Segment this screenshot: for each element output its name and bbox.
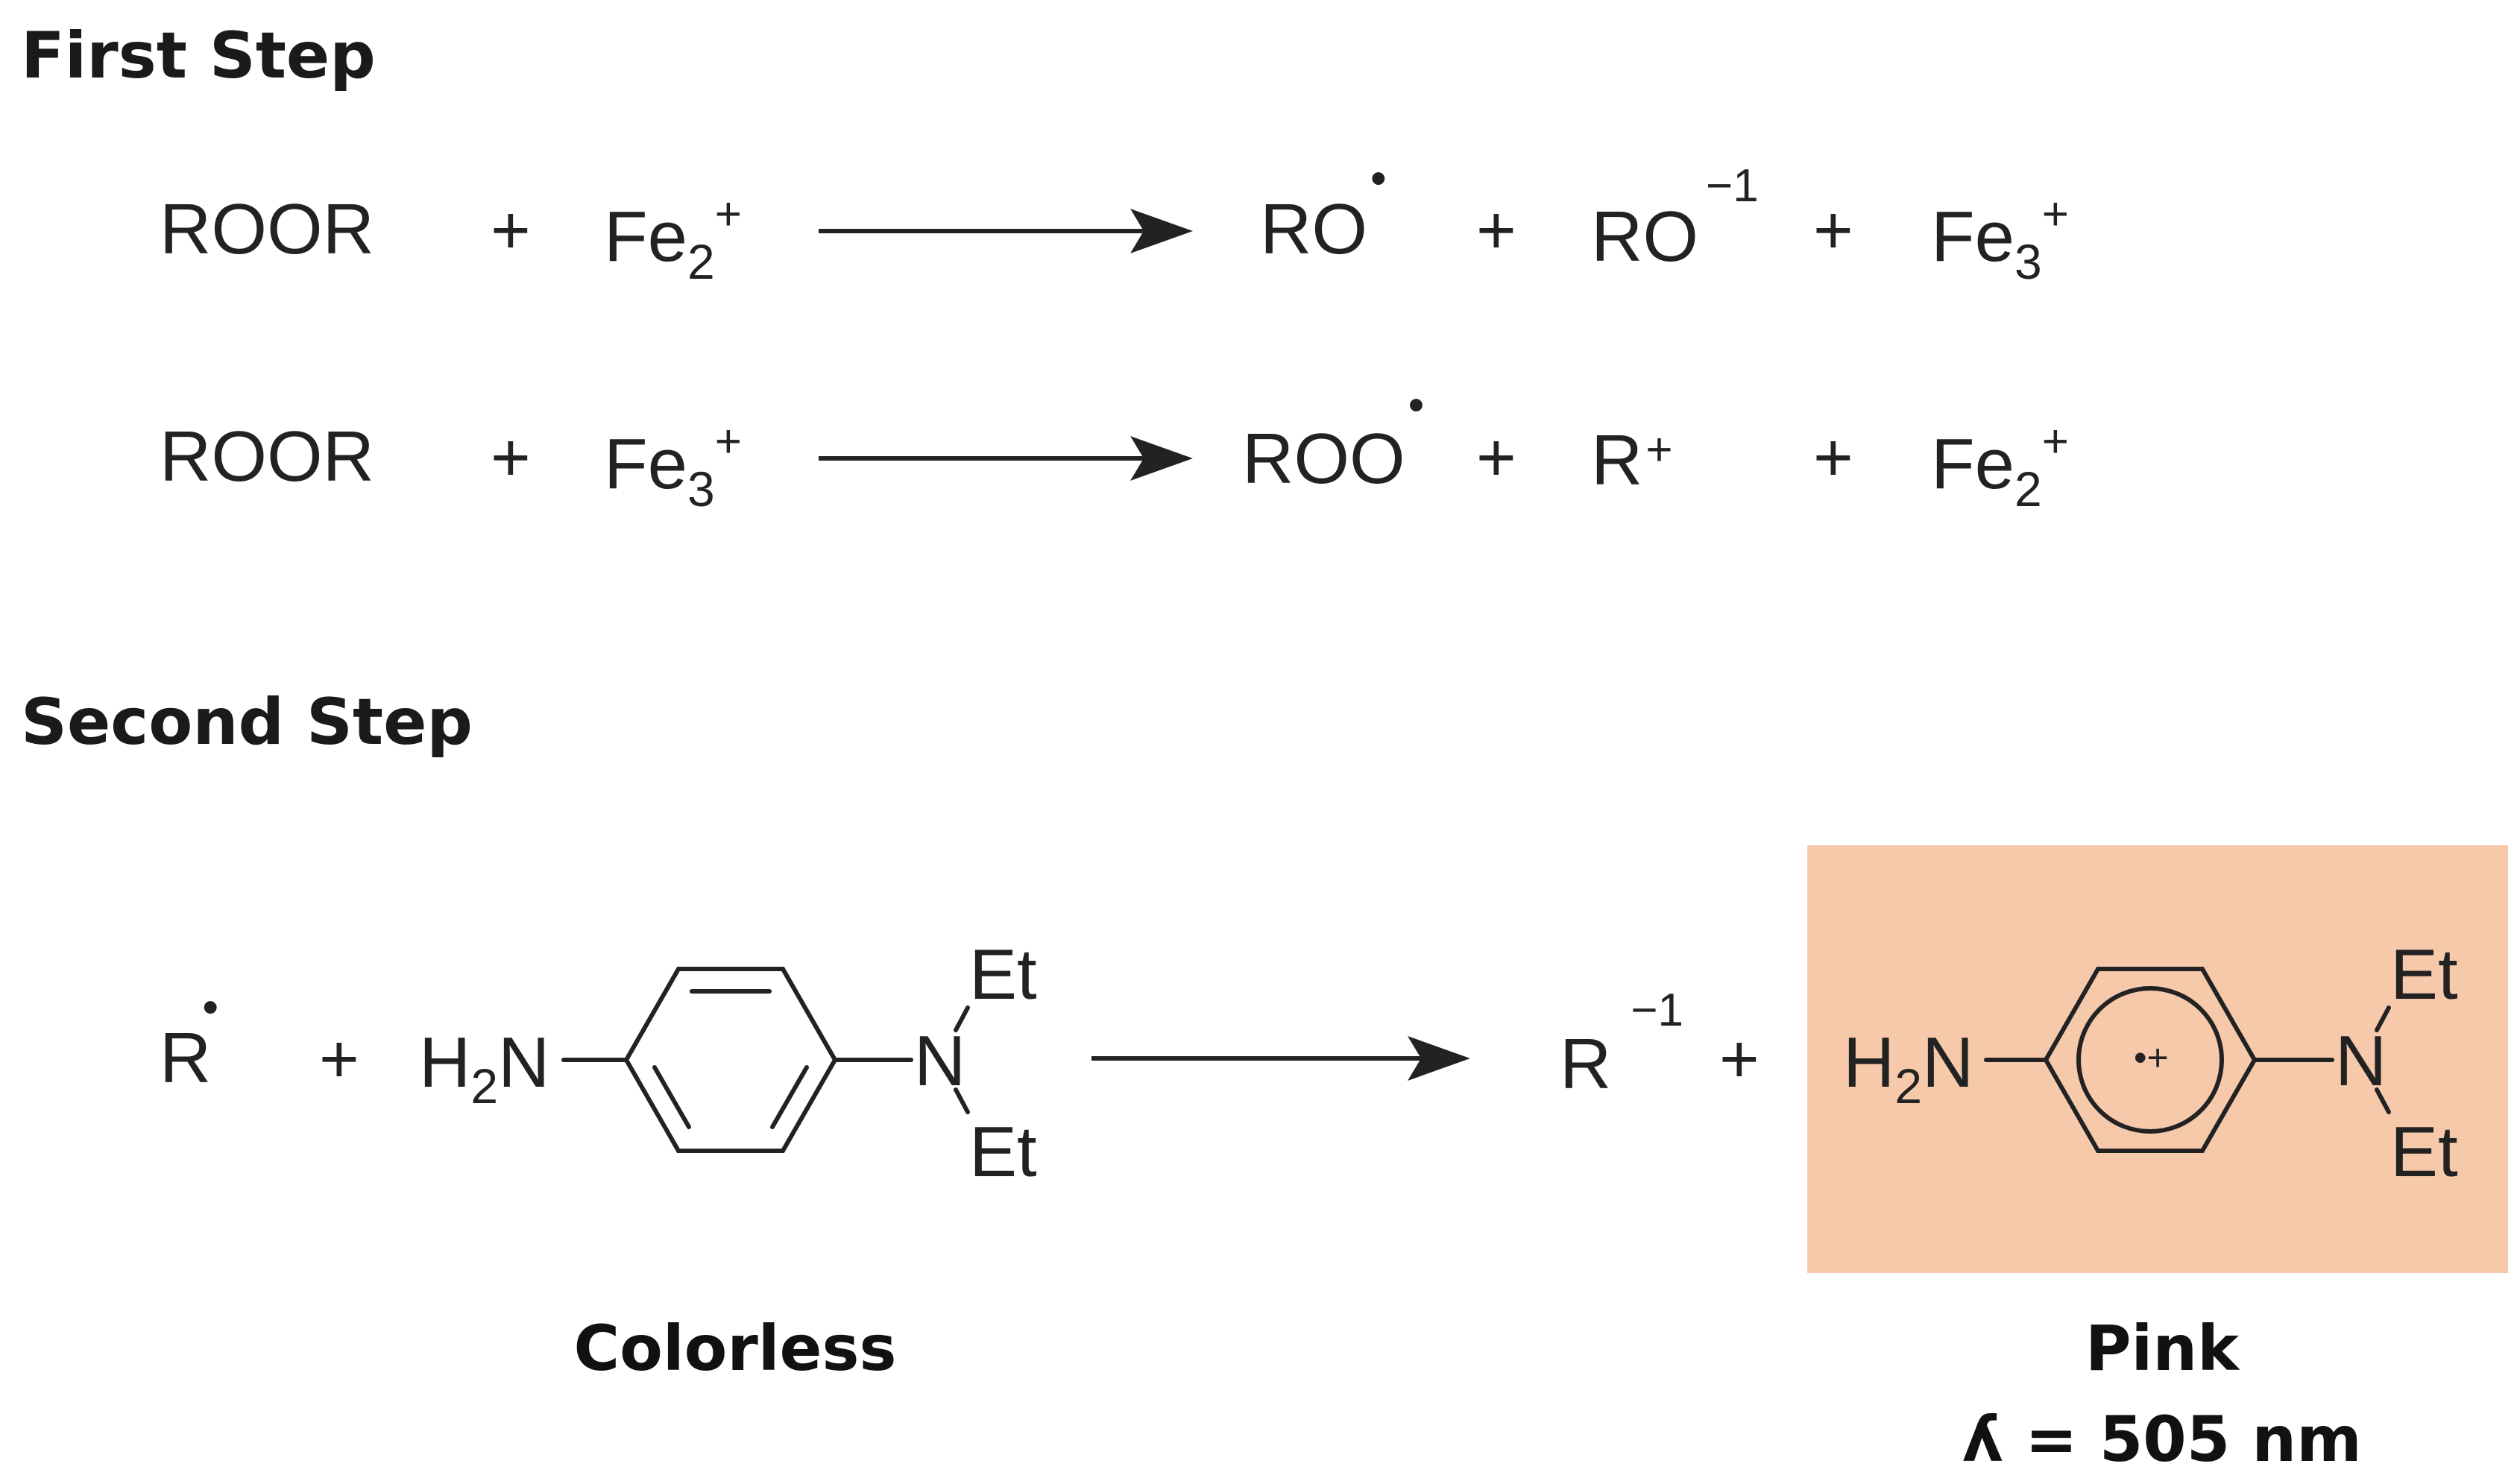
pink-product-highlight — [1807, 845, 2508, 1273]
r2-product-fe: Fe2+ — [1931, 416, 2069, 517]
first-step-heading: First Step — [21, 19, 376, 93]
r2-plus-2: + — [1476, 420, 1516, 496]
r2-plus-3: + — [1813, 420, 1853, 496]
r2-product-roo-radical: ROO• — [1242, 379, 1424, 499]
r1-plus-1: + — [491, 192, 531, 268]
pink-et-top: Et — [2390, 935, 2458, 1014]
r2-reactant-fe: Fe3+ — [604, 416, 742, 517]
colorless-et-top: Et — [969, 935, 1037, 1014]
pink-ring-radical-cation: •+ — [2134, 1037, 2169, 1079]
pink-et-top-bond — [2375, 1005, 2391, 1032]
s2-plus-2: + — [1719, 1021, 1760, 1097]
pink-et-bottom-bond — [2375, 1087, 2391, 1114]
colorless-n-label: N — [914, 1021, 965, 1101]
colorless-et-bottom-bond — [954, 1087, 970, 1114]
pink-molecule: H2N •+ N Et Et — [1843, 935, 2458, 1192]
colorless-et-top-bond — [954, 1005, 970, 1032]
colorless-label: Colorless — [573, 1312, 896, 1385]
r1-reactant-roor: ROOR — [160, 189, 374, 269]
pink-n-label: N — [2335, 1021, 2387, 1101]
r1-plus-3: + — [1813, 192, 1853, 268]
colorless-benzene-ring — [623, 967, 838, 1153]
r1-reactant-fe: Fe2+ — [604, 189, 742, 289]
colorless-molecule: H2N N Et Et — [419, 935, 1037, 1192]
r1-product-fe: Fe3+ — [1931, 189, 2069, 289]
r2-reactant-roor: ROOR — [160, 417, 374, 496]
pink-et-bottom: Et — [2390, 1112, 2458, 1192]
colorless-ring-double-bond-2 — [770, 1065, 809, 1129]
colorless-et-bottom: Et — [969, 1112, 1037, 1192]
colorless-ring-double-bond-3 — [652, 1065, 691, 1129]
pink-label: Pink — [2085, 1312, 2240, 1385]
reaction-2: ROOR + Fe3+ ROO• + R+ + Fe2+ — [160, 379, 2069, 517]
s2-plus-1: + — [319, 1021, 359, 1097]
r1-plus-2: + — [1476, 192, 1516, 268]
second-step-heading: Second Step — [21, 685, 473, 760]
colorless-h2n-label: H2N — [419, 1023, 549, 1114]
r1-product-ro-anion: RO−1 — [1591, 160, 1759, 277]
s2-product-r-anion: R−1 — [1560, 985, 1683, 1104]
r2-product-r-cation: R+ — [1591, 420, 1673, 500]
pink-ring-delocalization — [2076, 986, 2224, 1134]
reaction-1: ROOR + Fe2+ RO• + RO−1 + Fe3+ — [160, 153, 2069, 289]
r1-product-ro-radical: RO• — [1260, 153, 1387, 269]
r2-plus-1: + — [491, 420, 531, 496]
pink-h2n-label: H2N — [1843, 1023, 1973, 1114]
s2-reactant-r-radical: R• — [160, 982, 218, 1098]
pink-wavelength: ʎ = 505 nm — [1962, 1403, 2362, 1476]
